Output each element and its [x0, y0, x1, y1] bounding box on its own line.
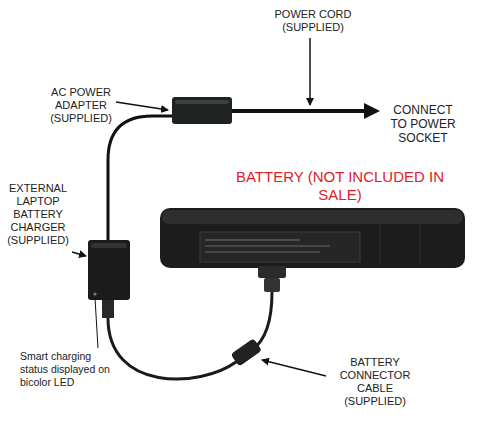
sticker-line [205, 252, 320, 253]
note-label: Smart charging status displayed on bicol… [20, 350, 120, 389]
leader-arrow [262, 360, 326, 376]
note-label: CONNECT TO POWER SOCKET [388, 103, 458, 145]
ferrite-core [231, 338, 263, 366]
power-cord [232, 109, 366, 113]
battery-ridge [380, 224, 381, 264]
battery-title: BATTERY (NOT INCLUDED IN SALE) [226, 168, 454, 204]
laptop-battery [160, 208, 465, 268]
leader-line [95, 298, 98, 348]
leader-arrow [309, 38, 311, 105]
ac-adapter [172, 97, 232, 124]
leader-arrow [116, 102, 168, 110]
battery-connector [258, 266, 286, 278]
battery-ridge [420, 224, 421, 264]
part-label: BATTERY CONNECTOR CABLE (SUPPLIED) [330, 356, 420, 408]
part-label: AC POWER ADAPTER (SUPPLIED) [48, 86, 114, 125]
battery-sticker [200, 232, 360, 262]
connector-cable [108, 292, 272, 379]
battery-top [162, 210, 463, 224]
bicolor-led [93, 292, 96, 295]
part-label: EXTERNAL LAPTOP BATTERY CHARGER (SUPPLIE… [4, 182, 72, 247]
cable-plug [264, 278, 280, 292]
leader-arrow [72, 252, 86, 256]
charger-plug [102, 300, 114, 318]
part-label: POWER CORD (SUPPLIED) [268, 8, 358, 34]
adapter-highlight [175, 100, 229, 104]
socket-arrowhead [364, 103, 380, 119]
sticker-line [205, 246, 330, 247]
sticker-line [205, 240, 300, 241]
charger-highlight [91, 243, 127, 248]
battery-charger [88, 240, 130, 300]
